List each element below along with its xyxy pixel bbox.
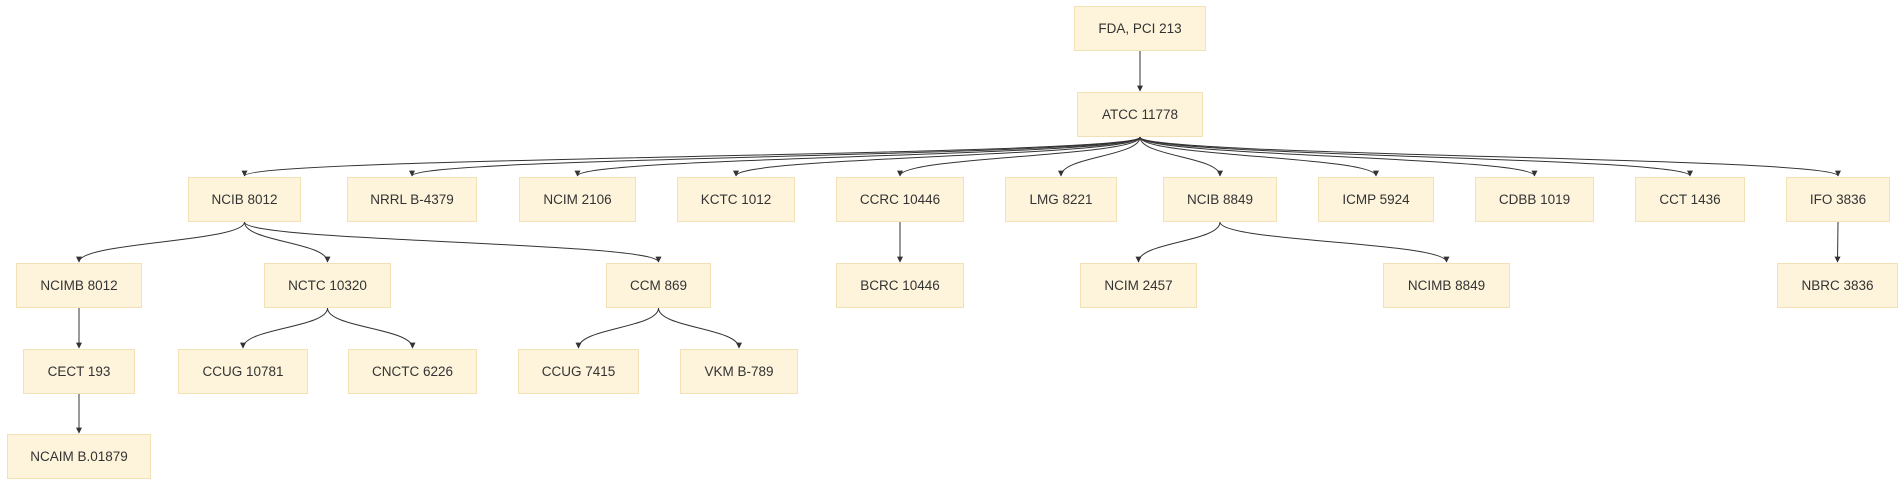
node-cect: CECT 193 [23, 349, 135, 394]
node-ncib8849: NCIB 8849 [1163, 177, 1277, 222]
edge-nctc-to-cnctc [327, 307, 416, 349]
edge-ifo-to-nbrc [1834, 221, 1841, 263]
edge-ncib8012-to-ccm [244, 221, 662, 263]
edge-ncib8012-to-nctc [244, 221, 331, 263]
node-icmp: ICMP 5924 [1318, 177, 1434, 222]
node-ncimb8849: NCIMB 8849 [1383, 263, 1510, 308]
node-kctc: KCTC 1012 [677, 177, 795, 222]
edge-ncib8849-to-ncimb8849 [1219, 221, 1450, 263]
node-cnctc: CNCTC 6226 [348, 349, 477, 394]
node-ifo: IFO 3836 [1786, 177, 1890, 222]
edge-atcc-to-icmp [1139, 136, 1379, 177]
node-fda: FDA, PCI 213 [1074, 6, 1206, 51]
node-ncaim: NCAIM B.01879 [7, 434, 151, 479]
edge-nctc-to-ccug10781 [240, 307, 328, 349]
edge-atcc-to-nrrl [409, 136, 1141, 177]
node-ccug7415: CCUG 7415 [518, 349, 639, 394]
edge-atcc-to-ncib8849 [1139, 136, 1223, 177]
node-nrrl: NRRL B-4379 [347, 177, 477, 222]
node-ccrc: CCRC 10446 [836, 177, 964, 222]
node-lmg: LMG 8221 [1005, 177, 1117, 222]
edge-atcc-to-lmg [1058, 136, 1141, 177]
edge-atcc-to-kctc [733, 136, 1141, 177]
node-bcrc: BCRC 10446 [836, 263, 964, 308]
edge-atcc-to-ncib8012 [241, 136, 1141, 177]
edge-ccm-to-vkm [658, 307, 742, 349]
node-vkm: VKM B-789 [680, 349, 798, 394]
node-ncim2457: NCIM 2457 [1080, 263, 1197, 308]
node-ncib8012: NCIB 8012 [188, 177, 301, 222]
edge-ncib8012-to-ncimb8012 [76, 221, 245, 263]
node-ncim2106: NCIM 2106 [519, 177, 636, 222]
edge-ccm-to-ccug7415 [575, 307, 659, 349]
edge-atcc-to-ifo [1139, 136, 1841, 177]
node-atcc: ATCC 11778 [1077, 92, 1203, 137]
node-ncimb8012: NCIMB 8012 [16, 263, 142, 308]
edge-atcc-to-cdbb [1139, 136, 1538, 177]
edge-atcc-to-ccrc [897, 136, 1141, 177]
node-ccm: CCM 869 [606, 263, 711, 308]
edge-atcc-to-cct [1139, 136, 1693, 177]
edge-atcc-to-ncim2106 [574, 136, 1141, 177]
node-nbrc: NBRC 3836 [1777, 263, 1898, 308]
node-ccug10781: CCUG 10781 [178, 349, 308, 394]
node-nctc: NCTC 10320 [264, 263, 391, 308]
node-cct: CCT 1436 [1635, 177, 1745, 222]
edge-ncib8849-to-ncim2457 [1135, 221, 1221, 263]
node-cdbb: CDBB 1019 [1475, 177, 1594, 222]
